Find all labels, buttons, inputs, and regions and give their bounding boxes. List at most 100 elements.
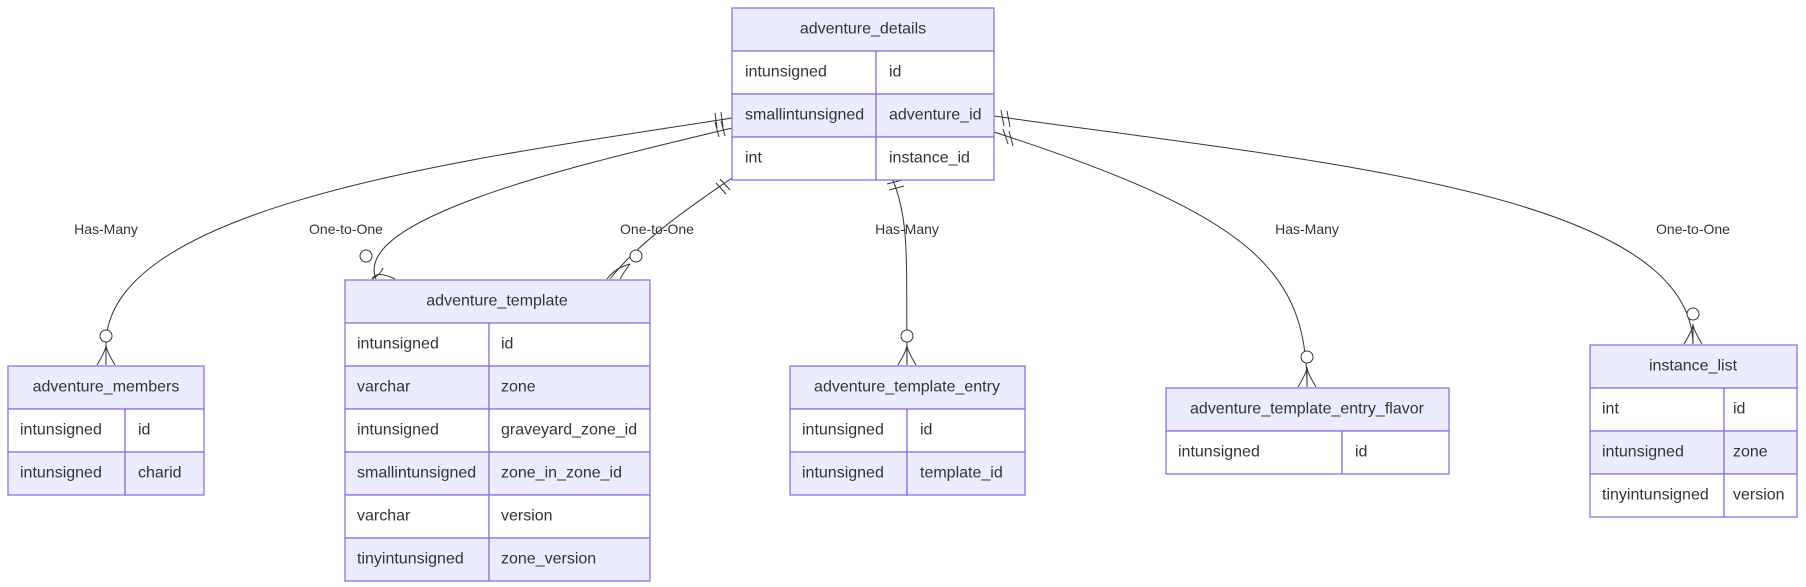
attr-name: graveyard_zone_id bbox=[501, 422, 637, 439]
edge-details-members bbox=[105, 117, 733, 346]
attr-type: tinyintunsigned bbox=[1602, 487, 1709, 504]
entity-instance-list[interactable]: instance_list int id intunsigned zone ti… bbox=[1589, 344, 1798, 518]
attr-name-cell bbox=[1341, 430, 1450, 475]
relationship-labels: Has-Many One-to-One One-to-One Has-Many … bbox=[74, 221, 1730, 237]
attr-type: tinyintunsigned bbox=[357, 551, 464, 568]
cardinality-one-markers bbox=[714, 109, 1014, 195]
attr-name: adventure_id bbox=[889, 107, 982, 124]
attr-name: id bbox=[501, 336, 513, 353]
attr-type: intunsigned bbox=[745, 64, 827, 81]
attr-type-cell bbox=[731, 93, 877, 138]
attr-name: version bbox=[501, 508, 553, 525]
attr-name-cell bbox=[124, 408, 205, 453]
attr-type: intunsigned bbox=[1178, 444, 1260, 461]
attr-name-cell bbox=[124, 451, 205, 496]
rel-label-template-right: One-to-One bbox=[620, 221, 694, 237]
relationship-edges bbox=[105, 115, 1694, 388]
attr-type-cell bbox=[7, 408, 126, 453]
rel-label-instance-list: One-to-One bbox=[1656, 221, 1730, 237]
many-marker-template-entry bbox=[897, 329, 917, 366]
many-marker-template-left bbox=[359, 249, 396, 280]
attr-type: intunsigned bbox=[802, 422, 884, 439]
many-marker-members bbox=[96, 329, 116, 366]
attr-type-cell bbox=[731, 50, 877, 95]
attr-name: version bbox=[1733, 487, 1785, 504]
attr-name: zone bbox=[1733, 444, 1768, 461]
one-marker-template-right bbox=[715, 178, 731, 195]
attr-name-cell bbox=[488, 494, 651, 539]
entity-name: adventure_details bbox=[800, 21, 926, 38]
entity-adventure-members[interactable]: adventure_members intunsigned id intunsi… bbox=[7, 365, 205, 496]
attr-name: zone bbox=[501, 379, 536, 396]
rel-label-template-entry: Has-Many bbox=[875, 221, 939, 237]
attr-name: id bbox=[1355, 444, 1367, 461]
edge-details-template-left bbox=[373, 127, 733, 280]
attr-type: intunsigned bbox=[20, 465, 102, 482]
entity-adventure-details[interactable]: adventure_details intunsigned id smallin… bbox=[731, 7, 995, 181]
entity-header bbox=[7, 365, 205, 410]
entity-header bbox=[789, 365, 1026, 410]
entity-name: adventure_template bbox=[426, 293, 568, 310]
attr-name: id bbox=[1733, 401, 1745, 418]
attr-type: smallintunsigned bbox=[745, 107, 864, 124]
attr-type: intunsigned bbox=[20, 422, 102, 439]
attr-name: instance_id bbox=[889, 150, 970, 167]
edge-details-entry-flavor bbox=[993, 131, 1308, 388]
attr-type-cell bbox=[789, 451, 908, 496]
attr-type-cell bbox=[344, 322, 490, 367]
one-marker-members bbox=[714, 111, 724, 129]
attr-type: varchar bbox=[357, 508, 411, 525]
attr-name-cell bbox=[488, 451, 651, 496]
one-marker-instance-list bbox=[1000, 109, 1011, 128]
attr-name-cell bbox=[875, 136, 995, 181]
attr-name: charid bbox=[138, 465, 182, 482]
attr-type-cell bbox=[1165, 430, 1343, 475]
one-marker-template-left bbox=[714, 120, 726, 138]
attr-name-cell bbox=[488, 408, 651, 453]
attr-type: intunsigned bbox=[1602, 444, 1684, 461]
many-marker-instance-list bbox=[1683, 307, 1703, 345]
many-marker-entry-flavor bbox=[1297, 350, 1317, 388]
attr-type: smallintunsigned bbox=[357, 465, 476, 482]
attr-type: intunsigned bbox=[802, 465, 884, 482]
entity-adventure-template[interactable]: adventure_template intunsigned id varcha… bbox=[344, 279, 651, 582]
one-marker-entry-flavor bbox=[1002, 128, 1014, 147]
entity-name: adventure_template_entry_flavor bbox=[1190, 401, 1425, 418]
attr-name: template_id bbox=[920, 465, 1003, 482]
edge-details-template-right bbox=[609, 177, 733, 280]
attr-name: id bbox=[889, 64, 901, 81]
rel-label-entry-flavor: Has-Many bbox=[1275, 221, 1339, 237]
edge-details-instance-list bbox=[993, 115, 1694, 345]
attr-name-cell bbox=[875, 93, 995, 138]
many-marker-template-right bbox=[606, 249, 643, 280]
rel-label-members: Has-Many bbox=[74, 221, 138, 237]
attr-name: id bbox=[138, 422, 150, 439]
attr-type: int bbox=[1602, 401, 1619, 418]
attr-type: int bbox=[745, 150, 762, 167]
entity-adventure-template-entry[interactable]: adventure_template_entry intunsigned id … bbox=[789, 365, 1026, 496]
attr-type-cell bbox=[344, 494, 490, 539]
attr-type-cell bbox=[344, 451, 490, 496]
entity-name: adventure_template_entry bbox=[814, 379, 1000, 396]
attr-name-cell bbox=[875, 50, 995, 95]
attr-name-cell bbox=[488, 537, 651, 582]
attr-name-cell bbox=[906, 451, 1026, 496]
cardinality-many-markers bbox=[96, 249, 1703, 388]
attr-type-cell bbox=[1589, 473, 1725, 518]
entity-header bbox=[344, 279, 651, 324]
attr-name-cell bbox=[1723, 473, 1798, 518]
attr-type: intunsigned bbox=[357, 336, 439, 353]
attr-name: zone_in_zone_id bbox=[501, 465, 622, 482]
attr-type-cell bbox=[7, 451, 126, 496]
entity-name: adventure_members bbox=[33, 379, 180, 396]
attr-type-cell bbox=[731, 136, 877, 181]
attr-name: zone_version bbox=[501, 551, 596, 568]
entity-adventure-template-entry-flavor[interactable]: adventure_template_entry_flavor intunsig… bbox=[1165, 387, 1450, 475]
attr-name-cell bbox=[906, 408, 1026, 453]
one-marker-template-entry bbox=[886, 179, 905, 191]
attr-name: id bbox=[920, 422, 932, 439]
attr-type: varchar bbox=[357, 379, 411, 396]
attr-type-cell bbox=[344, 537, 490, 582]
attr-type-cell bbox=[344, 408, 490, 453]
